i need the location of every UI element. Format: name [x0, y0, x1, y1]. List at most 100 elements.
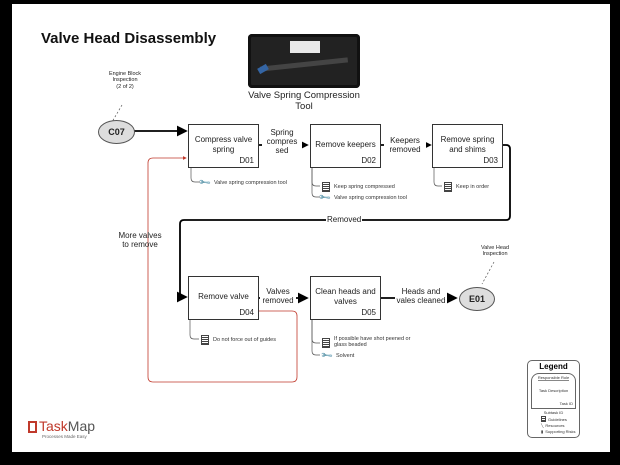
- end-reference-line1: Valve Head: [480, 245, 510, 251]
- toolkit-label: [290, 41, 320, 53]
- subtask-d02-resource: 🔧 Valve spring compression tool: [318, 191, 407, 204]
- connector-label-line2: compres: [266, 137, 298, 147]
- legend-task-description: Task Description: [538, 388, 569, 393]
- connector-label-d02-d03: Keepers removed: [384, 136, 426, 155]
- legend-resources-label: Resources: [545, 423, 565, 428]
- subtask-text: Keep spring compressed: [334, 184, 395, 190]
- logo-tagline: Processes Made Easy: [42, 434, 87, 439]
- toolkit-tool-bar: [259, 57, 349, 72]
- subtask-text: If possible have shot peened or glass be…: [334, 336, 410, 348]
- subtask-d05-guideline: If possible have shot peened or glass be…: [322, 336, 410, 348]
- logo-name-part2: Map: [67, 418, 96, 434]
- connector-label-line2: removed: [262, 296, 294, 306]
- subtask-text: Valve spring compression tool: [213, 179, 287, 186]
- legend-supporting-risks: ▮ Supporting Risks: [541, 429, 575, 434]
- subtask-d04-guideline: Do not force out of guides: [201, 335, 276, 345]
- task-box-d04[interactable]: Remove valve D04: [188, 276, 259, 320]
- connector-label-line3: sed: [275, 146, 289, 156]
- task-box-d02[interactable]: Remove keepers D02: [310, 124, 381, 168]
- connector-label-line1: Keepers: [390, 136, 420, 145]
- tool-caption-line1: Valve Spring Compression: [248, 90, 360, 101]
- connector-label-d01-d02: Spring compres sed: [262, 128, 302, 156]
- page-title: Valve Head Disassembly: [41, 30, 217, 47]
- legend-subtask-id: Subtask ID: [543, 410, 564, 415]
- subtask-d05-resource: 🔧 Solvent: [320, 349, 354, 362]
- connector-label-line2: to remove: [122, 240, 158, 250]
- subtask-line-d05b: [311, 319, 320, 356]
- end-node-e01[interactable]: E01: [459, 287, 495, 311]
- subtask-line-d04: [189, 319, 199, 340]
- subtask-line-d03: [433, 167, 442, 187]
- legend-role-divider: [538, 380, 569, 381]
- subtask-d01-resource: 🔧 Valve spring compression tool: [198, 176, 287, 189]
- legend-guidelines-label: Guidelines: [548, 416, 567, 422]
- connector-label-d05-e01: Heads and vales cleaned: [395, 287, 447, 306]
- legend-task-id: Task ID: [559, 401, 573, 406]
- subtask-line-d01: [190, 167, 200, 183]
- document-icon: [444, 182, 452, 192]
- connector-label-line1: Spring: [270, 128, 294, 137]
- connector-label-line1: Valves: [266, 287, 290, 296]
- legend-resources: ╲ Resources: [541, 423, 565, 428]
- end-reference-line2: Inspection: [482, 251, 508, 258]
- task-box-d01[interactable]: Compress valve spring D01: [188, 124, 259, 168]
- start-node-c07[interactable]: C07: [98, 120, 135, 144]
- task-description-line1: Remove spring: [440, 135, 495, 144]
- start-reference-line: [111, 104, 123, 123]
- task-box-d05[interactable]: Clean heads and valves D05: [310, 276, 381, 320]
- connector-label-line1: Heads and: [401, 287, 441, 296]
- logo-name: TaskMap: [39, 419, 95, 433]
- task-description: Remove spring and shims: [433, 135, 502, 154]
- connector-label-line1: More valves: [118, 231, 162, 240]
- start-reference-label: Engine Block Inspection (2 of 2): [100, 71, 150, 90]
- logo-name-part1: Task: [39, 418, 68, 434]
- task-description-line1: Clean heads and: [315, 287, 376, 296]
- task-id: D04: [239, 308, 254, 317]
- subtask-text: Do not force out of guides: [213, 337, 276, 343]
- task-id: D05: [361, 308, 376, 317]
- start-reference-line1: Engine Block: [108, 71, 142, 77]
- task-description-line1: Remove valve: [198, 292, 249, 301]
- wrench-icon: ╲: [541, 423, 544, 428]
- tool-caption: Valve Spring Compression Tool: [238, 90, 370, 113]
- task-description-line2: valves: [334, 296, 357, 306]
- subtask-text-line2: glass beaded: [334, 342, 367, 349]
- subtask-d03-guideline: Keep in order: [444, 182, 489, 192]
- legend-responsible-role: Responsible Role: [537, 375, 570, 380]
- tool-caption-line2: Tool: [295, 100, 313, 112]
- document-icon: [541, 416, 546, 422]
- legend-task-box: Responsible Role Task Description Task I…: [531, 373, 576, 409]
- subtask-line-d05a: [311, 319, 320, 344]
- subtask-text: Valve spring compression tool: [333, 194, 407, 201]
- task-description: Clean heads and valves: [311, 287, 380, 306]
- document-icon: [322, 182, 330, 192]
- toolkit-photo: [248, 34, 360, 88]
- document-icon: [322, 338, 330, 348]
- legend-title: Legend: [539, 362, 568, 371]
- task-id: D02: [361, 156, 376, 165]
- task-description-line1: Compress valve: [194, 135, 253, 144]
- task-box-d03[interactable]: Remove spring and shims D03: [432, 124, 503, 168]
- end-reference-line: [481, 261, 495, 285]
- task-description: Remove keepers: [311, 140, 380, 150]
- connector-label-line2: vales cleaned: [396, 296, 446, 306]
- subtask-text: Keep in order: [456, 184, 490, 190]
- subtask-line-d02a: [311, 167, 320, 187]
- end-reference-label: Valve Head Inspection: [473, 245, 517, 258]
- subtask-line-d02b: [311, 167, 320, 198]
- connector-label-d04-d05: Valves removed: [260, 287, 296, 306]
- task-description-line2: and shims: [449, 144, 486, 154]
- start-reference-line3: (2 of 2): [116, 83, 134, 90]
- subtask-text-line1: If possible have shot peened or: [334, 336, 411, 342]
- connector-label-loop: More valves to remove: [112, 231, 168, 249]
- legend-supporting-risks-label: Supporting Risks: [545, 429, 576, 434]
- risk-icon: ▮: [541, 429, 544, 434]
- task-description-line2: spring: [212, 144, 235, 154]
- logo-mark-icon: [28, 421, 37, 433]
- task-description: Compress valve spring: [189, 135, 258, 154]
- document-icon: [201, 335, 209, 345]
- taskmap-logo: TaskMap Processes Made Easy: [28, 419, 95, 439]
- task-id: D03: [483, 156, 498, 165]
- connector-label-d03-d04: Removed: [326, 215, 363, 225]
- loop-back-arrow: [147, 156, 298, 383]
